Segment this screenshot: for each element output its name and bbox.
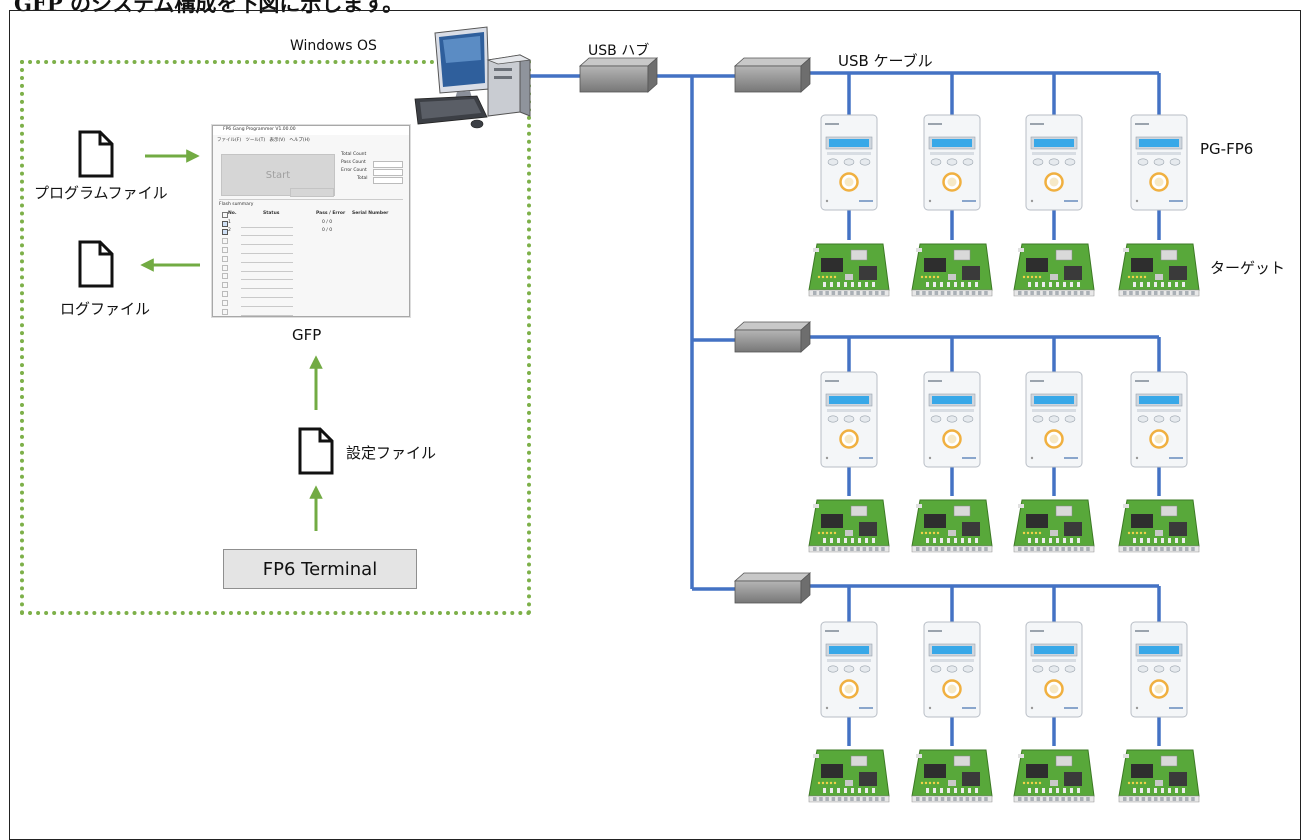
usb-hub-top — [733, 57, 812, 93]
windows-os-region — [20, 60, 531, 615]
windows-os-label: Windows OS — [290, 38, 377, 54]
gfp-flash-summary: Flash summary No. Status Pass / Error Se… — [219, 202, 403, 316]
pg-fp6-label: PG-FP6 — [1200, 140, 1254, 158]
program-file-icon — [78, 130, 114, 178]
gfp-title-text: FP6 Gang Programmer V1.00.00 — [223, 127, 296, 132]
pg-fp6-device — [923, 114, 981, 211]
gfp-total-label: Total — [357, 176, 368, 181]
pg-fp6-device — [820, 114, 878, 211]
pg-fp6-device — [1130, 621, 1188, 718]
gfp-pass-error-1: 0 / 0 — [322, 219, 333, 225]
page-header: GFP のシステム構成を下図に示します。 — [14, 0, 404, 16]
pg-fp6-device — [923, 621, 981, 718]
pg-fp6-device — [1025, 114, 1083, 211]
gfp-menu-view: 表示(V) — [269, 138, 286, 143]
usb-cable-lines — [530, 71, 1161, 746]
log-file-icon — [78, 240, 114, 288]
target-boards — [808, 243, 1200, 803]
program-file-label: プログラムファイル — [34, 184, 168, 202]
pg-fp6-device — [1025, 621, 1083, 718]
target-board — [808, 243, 890, 297]
gfp-total-count-label: Total Count — [341, 152, 367, 157]
pg-fp6-device — [1025, 371, 1083, 468]
gfp-counters: Total Count Pass Count Error Count Total — [341, 152, 403, 184]
pg-fp6-device — [923, 371, 981, 468]
gfp-menu-file: ファイル(F) — [217, 138, 242, 143]
gfp-col-pass-error: Pass / Error — [316, 210, 346, 216]
target-board — [1118, 499, 1200, 553]
settings-file-icon — [298, 427, 334, 475]
gfp-menubar: ファイル(F) ツール(T) 表示(V) ヘルプ(H) — [217, 137, 310, 143]
target-board — [1013, 499, 1095, 553]
pg-fp6-device — [1130, 371, 1188, 468]
target-board — [1118, 243, 1200, 297]
usb-cable-label: USB ケーブル — [838, 52, 933, 70]
gfp-error-count-label: Error Count — [341, 168, 367, 173]
gfp-col-serial: Serial Number — [352, 210, 389, 216]
log-file-label: ログファイル — [60, 300, 151, 318]
target-board — [808, 749, 890, 803]
computer-icon — [414, 26, 532, 129]
gfp-pass-count-label: Pass Count — [341, 160, 366, 165]
usb-hub-main — [578, 57, 659, 93]
target-board — [911, 243, 993, 297]
pg-fp6-devices — [820, 114, 1188, 718]
usb-hub-bottom — [733, 572, 812, 604]
fp6-terminal-box: FP6 Terminal — [223, 549, 417, 589]
target-board — [911, 749, 993, 803]
gfp-col-status: Status — [263, 210, 280, 216]
gfp-window: FP6 Gang Programmer V1.00.00 ファイル(F) ツール… — [212, 125, 410, 317]
gfp-secondary-button — [290, 188, 334, 197]
gfp-titlebar: FP6 Gang Programmer V1.00.00 — [213, 126, 409, 135]
gfp-menu-tools: ツール(T) — [245, 138, 266, 143]
target-board — [1013, 749, 1095, 803]
target-board — [808, 499, 890, 553]
gfp-col-no: No. — [228, 210, 237, 216]
gfp-pass-error-2: 0 / 0 — [322, 228, 333, 234]
gfp-flash-summary-label: Flash summary — [219, 202, 254, 207]
target-board — [1013, 243, 1095, 297]
usb-hub-label: USB ハブ — [588, 43, 650, 59]
pg-fp6-device — [1130, 114, 1188, 211]
pg-fp6-device — [820, 371, 878, 468]
pg-fp6-device — [820, 621, 878, 718]
gfp-menu-help: ヘルプ(H) — [289, 138, 310, 143]
target-board — [1118, 749, 1200, 803]
settings-file-label: 設定ファイル — [346, 444, 437, 462]
target-board — [911, 499, 993, 553]
usb-hub-middle — [733, 321, 812, 353]
gfp-label: GFP — [292, 326, 322, 344]
target-label: ターゲット — [1210, 259, 1286, 277]
